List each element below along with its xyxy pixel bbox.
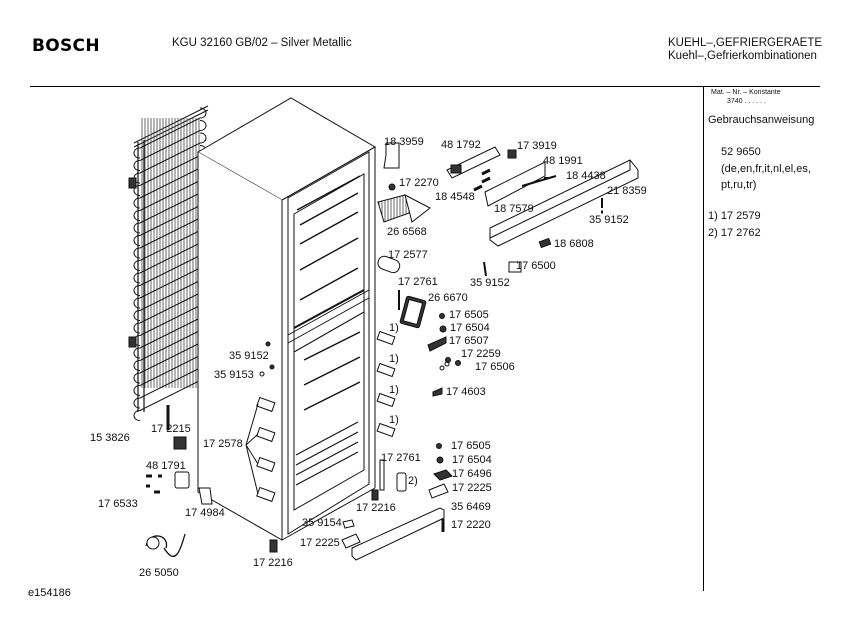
coil-bracket-upper [128,177,137,189]
coil-loop [133,120,207,171]
footnote-2: 2) 17 2762 [708,227,761,239]
part-label-183959: 18 3959 [384,136,424,148]
part-label-359153: 35 9153 [214,369,254,381]
part-label-172215: 17 2215 [151,423,191,435]
part-label-172259: 17 2259 [461,348,501,360]
mat-nr-label: Mat. – Nr. – Konstante [711,89,781,96]
part-label-176504-upper: 17 6504 [450,322,490,334]
part-label-172216-center: 17 2216 [356,502,396,514]
part-label-359152-mid: 35 9152 [470,277,510,289]
part-label-172225-left: 17 2225 [300,537,340,549]
shelf-supports [245,396,276,503]
part-label-184548: 18 4548 [435,191,475,203]
footnote-1: 1) 17 2579 [708,210,761,222]
part-label-266670: 26 6670 [428,292,468,304]
model-title: KGU 32160 GB/02 – Silver Metallic [172,37,352,49]
part-label-172225-right: 17 2225 [452,482,492,494]
footnote-marker-2: 2) [408,475,418,487]
footnote-marker-1: 1) [389,414,399,426]
part-label-172220: 17 2220 [451,519,491,531]
part-label-356469: 35 6469 [451,501,491,513]
part-label-173919: 17 3919 [517,140,557,152]
mat-nr-value: 3740 . . . . . . [727,98,766,105]
manual-title: Gebrauchsanweisung [708,114,815,126]
part-label-176504-lower: 17 6504 [452,454,492,466]
part-label-172761-lower: 17 2761 [381,452,421,464]
part-label-184438: 18 4438 [566,170,606,182]
part-label-187579: 18 7579 [494,203,534,215]
part-label-176496: 17 6496 [452,468,492,480]
part-label-176505-upper: 17 6505 [449,309,489,321]
footnote-marker-1: 1) [389,322,399,334]
footnote-marker: 1) [708,210,718,222]
footnote-part-number: 17 2579 [720,210,761,222]
control-panel-parts [377,142,639,397]
fridge-cabinet [196,97,377,541]
part-label-186808: 18 6808 [554,238,594,250]
door-hinge-parts [376,330,396,438]
side-panel-divider [703,86,704,591]
part-label-265050: 26 5050 [139,567,179,579]
part-label-172578: 17 2578 [203,438,243,450]
footnote-marker: 2) [708,227,718,239]
part-label-481991: 48 1991 [543,155,583,167]
part-label-176505-lower: 17 6505 [451,440,491,452]
part-label-174603: 17 4603 [446,386,486,398]
part-label-218359: 21 8359 [607,185,647,197]
category-secondary: Kuehl–,Gefrierkombinationen [668,50,817,62]
manual-languages-2: pt,ru,tr) [721,179,757,191]
part-label-176500: 17 6500 [516,260,556,272]
part-label-172577: 17 2577 [388,249,428,261]
lower-parts [145,341,453,561]
manual-number: 52 9650 [721,146,761,158]
part-label-172216-bottom: 17 2216 [253,557,293,569]
coil-bracket-lower [128,336,137,348]
header-divider [30,86,820,87]
category-primary: KUEHL–,GEFRIERGERAETE [668,37,823,49]
part-label-359152-left: 35 9152 [229,350,269,362]
drawing-id: e154186 [28,587,71,599]
part-label-481791: 48 1791 [146,460,186,472]
part-label-153826: 15 3826 [90,432,130,444]
part-label-359154: 35 9154 [302,517,342,529]
footnote-part-number: 17 2762 [720,227,761,239]
part-label-359152-top: 35 9152 [589,214,629,226]
condenser-coil [128,105,209,421]
footnote-marker-1: 1) [389,353,399,365]
footnote-marker-1: 1) [389,384,399,396]
part-label-172270: 17 2270 [399,177,439,189]
coil-loop [133,107,207,159]
brand-logo: BOSCH [32,36,100,56]
part-label-266568: 26 6568 [387,226,427,238]
part-label-174984: 17 4984 [185,507,225,519]
part-label-176507: 17 6507 [449,335,489,347]
part-label-176533: 17 6533 [98,498,138,510]
part-label-176506: 17 6506 [475,361,515,373]
manual-languages-1: (de,en,fr,it,nl,el,es, [721,163,811,175]
part-label-172761-upper: 17 2761 [398,276,438,288]
part-label-481792: 48 1792 [441,139,481,151]
